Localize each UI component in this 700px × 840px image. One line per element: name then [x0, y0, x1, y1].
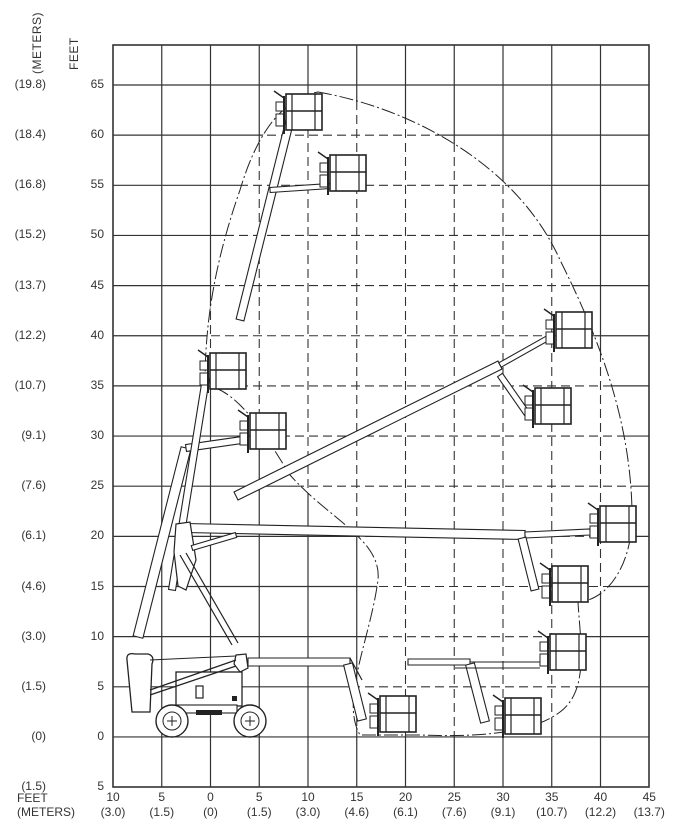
platform-basket [197, 349, 247, 393]
x-tick-feet: 0 [207, 790, 214, 804]
x-tick-feet: 15 [350, 790, 364, 804]
y-tick-meters: (10.7) [14, 377, 46, 392]
x-tick-meters: (3.0) [295, 805, 321, 819]
platform-basket [537, 630, 587, 674]
platform-basket [539, 562, 589, 606]
y-tick-meters: (9.1) [21, 428, 46, 443]
y-tick-feet: 15 [90, 578, 104, 593]
y-tick-meters: (19.8) [14, 77, 46, 91]
platform-basket [587, 502, 637, 546]
x-tick-meters: (9.1) [490, 805, 516, 819]
y-tick-feet: 5 [97, 779, 104, 794]
y-tick-feet: 10 [90, 628, 104, 643]
y-tick-feet: 50 [90, 227, 104, 242]
x-tick-meters: (7.6) [441, 805, 467, 819]
x-tick-feet: 45 [642, 790, 656, 804]
platform-basket [543, 308, 593, 352]
y-tick-feet: 40 [90, 327, 104, 342]
y-tick-feet: 0 [97, 728, 104, 743]
platform-basket [522, 384, 572, 428]
y-axis-title-meters: (METERS) [30, 12, 44, 74]
y-tick-meters: (16.8) [14, 177, 46, 192]
platform-basket [367, 692, 417, 736]
y-tick-meters: (1.5) [21, 678, 46, 693]
x-tick-feet: 40 [593, 790, 608, 804]
x-tick-feet: 5 [255, 790, 263, 804]
x-tick-meters: (0) [203, 805, 218, 819]
y-tick-meters: (13.7) [14, 277, 46, 292]
x-tick-meters: (1.5) [246, 805, 272, 819]
platform-basket [492, 694, 542, 738]
y-tick-feet: 35 [90, 377, 104, 392]
y-tick-meters: (1.5) [21, 779, 46, 794]
y-tick-feet: 20 [90, 528, 104, 543]
y-tick-feet: 45 [90, 277, 104, 292]
y-tick-meters: (4.6) [21, 578, 46, 593]
x-tick-feet: 30 [496, 790, 510, 804]
platform-basket [273, 90, 323, 134]
y-tick-feet: 65 [90, 77, 104, 91]
y-tick-meters: (6.1) [21, 528, 46, 543]
y-tick-feet: 60 [90, 127, 104, 142]
x-tick-feet: 20 [398, 790, 413, 804]
y-tick-feet: 5 [97, 678, 104, 693]
platform-basket [237, 409, 287, 453]
y-axis-title-feet: FEET [67, 37, 81, 70]
y-tick-meters: (12.2) [14, 327, 46, 342]
x-tick-feet: 35 [545, 790, 559, 804]
y-tick-meters: (18.4) [14, 127, 46, 142]
x-tick-meters: (4.6) [344, 805, 370, 819]
x-axis-title-feet: FEET [17, 791, 48, 805]
x-tick-feet: 25 [447, 790, 461, 804]
y-tick-meters: (7.6) [21, 478, 46, 493]
x-tick-meters: (13.7) [633, 805, 665, 819]
x-tick-meters: (12.2) [584, 805, 617, 819]
y-tick-meters: (15.2) [14, 227, 46, 242]
x-tick-meters: (6.1) [393, 805, 418, 819]
x-tick-feet: 10 [301, 790, 315, 804]
x-tick-meters: (3.0) [100, 805, 126, 819]
x-tick-meters: (1.5) [149, 805, 175, 819]
y-tick-feet: 30 [90, 428, 104, 443]
y-tick-meters: (0) [31, 728, 46, 743]
platform-basket [317, 151, 367, 195]
y-tick-feet: 55 [90, 177, 104, 192]
x-tick-meters: (10.7) [536, 805, 568, 819]
boom-lift-drawings [126, 90, 637, 738]
lift-chassis [126, 652, 267, 738]
y-tick-meters: (3.0) [21, 628, 46, 643]
x-tick-feet: 5 [158, 790, 166, 804]
y-tick-feet: 25 [90, 478, 104, 493]
x-axis-title-meters: (METERS) [17, 805, 75, 819]
x-tick-feet: 10 [106, 790, 120, 804]
